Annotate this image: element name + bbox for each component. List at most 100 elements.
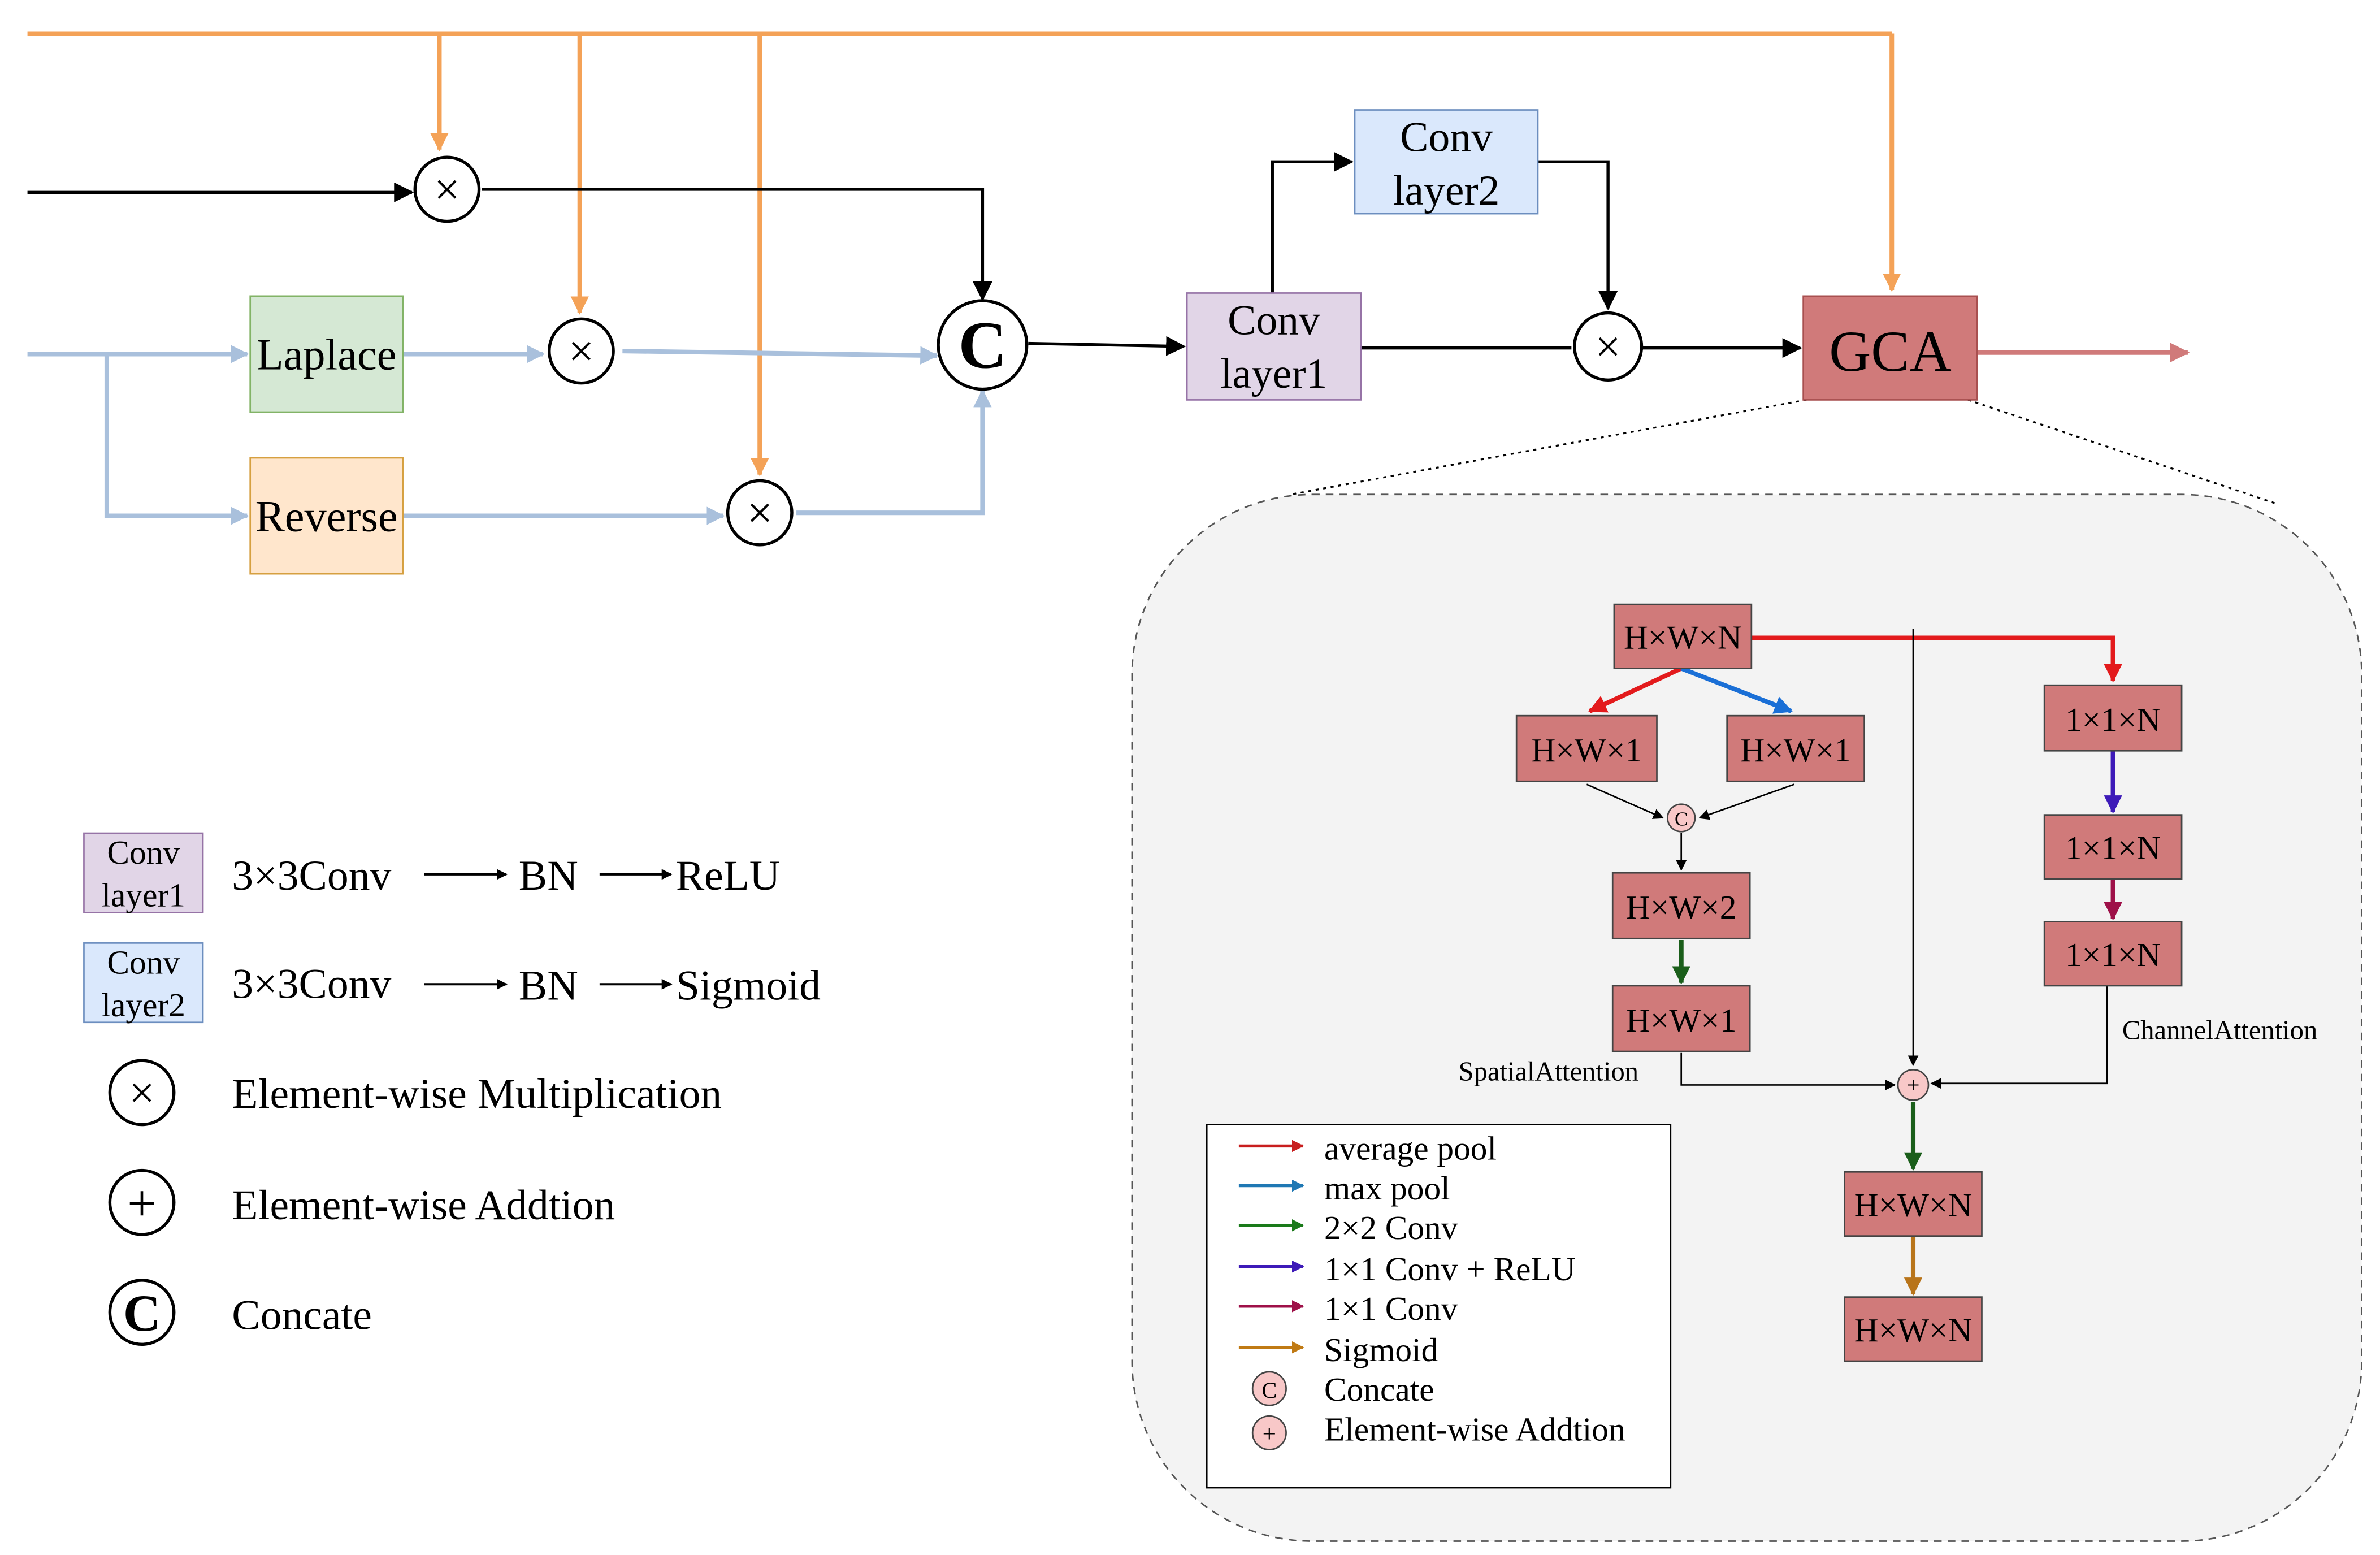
gca-legend-item-avg-pool: average pool [1238,1130,1497,1167]
concat-operator: C [937,299,1029,391]
gca-spatial-out-label: H×W×1 [1626,1002,1737,1039]
gca-legend-item-2x2-conv: 2×2 Conv [1238,1209,1458,1246]
left-legend: Conv layer1 3×3Conv BN ReLU Conv layer2 … [83,832,821,1346]
gca-avgpool-channel-arrow [1751,635,2122,683]
black-main-flow [27,151,1802,358]
legend-conv2-step3: Sigmoid [676,962,821,1009]
gca-add-node: + [1897,1069,1930,1101]
multiply-operator-1: × [413,155,481,223]
conv-layer2-block: Conv layer2 [1354,109,1539,215]
blue-mult-to-concat [622,346,939,365]
legend-add-row: + Element-wise Addtion [108,1168,615,1236]
blue-mult-to-concat-2 [796,388,992,516]
reverse-block: Reverse [249,457,404,575]
legend-multiply-icon [108,1059,176,1127]
blue-input-branch [104,354,249,525]
gca-concat-node: C [1667,803,1696,833]
gca-legend-label-concat: Concate [1324,1371,1434,1408]
legend-conv2-step1: 3×3Conv [232,961,391,1008]
reverse-label: Reverse [255,492,398,541]
gca-out-1-label: H×W×N [1854,1186,1973,1224]
multiply-operator-3-symbol: × [747,487,773,538]
legend-conv2-box-line2: layer2 [102,986,185,1024]
gca-spatial-avg-label: H×W×1 [1532,731,1642,769]
gca-block: GCA [1802,295,1978,401]
gca-spatial-cat-label: H×W×2 [1626,889,1737,926]
legend-concat-symbol: C [123,1284,161,1342]
gca-legend-label-sigmoid: Sigmoid [1324,1331,1438,1368]
multiply-operator-1-symbol: × [434,164,460,215]
legend-conv2-step2: BN [519,962,578,1009]
legend-conv1-step1: 3×3Conv [232,852,391,899]
gca-detail-blocks: H×W×N H×W×1 H×W×1 C H×W×2 H×W×1 SpatialA… [1459,603,2317,1362]
gca-channel-1-label: 1×1×N [2065,701,2161,738]
black-concat-to-conv1 [1028,336,1186,356]
gca-input-block: H×W×N [1613,603,1753,669]
gca-add-node-symbol: + [1907,1072,1920,1098]
legend-conv1-step2: BN [519,852,578,899]
gca-legend-label-1x1-conv-relu: 1×1 Conv + ReLU [1324,1250,1576,1288]
gca-legend-item-1x1-conv: 1×1 Conv [1238,1290,1458,1327]
zoom-connector-left [1290,399,1807,496]
zoom-connector-right [1967,399,2277,505]
gca-legend-add-symbol: + [1263,1421,1276,1448]
legend-conv2-row: Conv layer2 3×3Conv BN Sigmoid [83,942,821,1024]
legend-conv1-step3: ReLU [676,852,781,899]
gca-spatial-to-add [1680,1052,1896,1090]
gca-spatial-attention-label: SpatialAttention [1459,1056,1638,1086]
gca-spatial-max-to-concat [1698,783,1794,820]
gca-out-2-label: H×W×N [1854,1311,1973,1349]
gca-spatial-max-label: H×W×1 [1740,731,1851,769]
gca-spatial-cat-block: H×W×2 [1611,872,1751,939]
multiply-operator-4: × [1573,311,1644,382]
gca-legend-item-1x1-conv-relu: 1×1 Conv + ReLU [1238,1250,1576,1288]
legend-conv1-box-line1: Conv [107,834,180,871]
gca-spatial-avg-block: H×W×1 [1515,714,1658,782]
concat-operator-symbol: C [958,308,1007,383]
gca-spatial-out-block: H×W×1 [1611,985,1751,1052]
legend-add-icon [108,1168,176,1236]
gca-legend-label-2x2-conv: 2×2 Conv [1324,1209,1458,1246]
gca-avgpool-spatial-arrow [1588,666,1683,713]
gca-legend: average pool max pool 2×2 Conv 1×1 Conv … [1206,1124,1672,1489]
legend-add-symbol: + [127,1175,157,1232]
gca-output-block-2: H×W×N [1844,1296,1983,1362]
conv-layer2-line1: Conv [1400,114,1493,161]
gca-spatial-avg-to-concat [1586,783,1664,819]
legend-concat-icon [108,1279,176,1346]
gca-label: GCA [1829,320,1952,384]
black-conv2-to-mult [1537,160,1618,310]
multiply-operator-2-symbol: × [569,326,595,376]
gca-legend-item-sigmoid: Sigmoid [1238,1331,1438,1368]
gca-channel-block-1: 1×1×N [2043,684,2183,752]
gca-legend-add-icon [1251,1415,1287,1450]
legend-conv2-box-line1: Conv [107,943,180,981]
gca-input-label: H×W×N [1624,618,1742,656]
gca-legend-label-avg-pool: average pool [1324,1130,1497,1167]
conv-layer1-line2: layer1 [1221,350,1328,397]
legend-add-label: Element-wise Addtion [232,1182,615,1229]
gca-legend-item-max-pool: max pool [1238,1170,1450,1207]
gca-concat-node-symbol: C [1675,808,1688,830]
gca-legend-concat-symbol: C [1261,1378,1277,1403]
gca-legend-item-add: + Element-wise Addtion [1251,1410,1625,1450]
gca-maxpool-spatial-arrow [1680,666,1793,714]
legend-conv1-box-line2: layer1 [102,877,185,914]
multiply-operator-4-symbol: × [1595,321,1621,372]
conv-layer1-block: Conv layer1 [1186,292,1362,401]
gca-spatial-max-block: H×W×1 [1726,714,1865,782]
gca-channel-block-3: 1×1×N [2043,921,2183,987]
gca-channel-3-label: 1×1×N [2065,936,2161,973]
gca-legend-concat-icon [1251,1371,1287,1406]
gca-legend-label-1x1-conv: 1×1 Conv [1324,1290,1458,1327]
conv-layer2-line2: layer2 [1393,167,1500,214]
legend-multiply-label: Element-wise Multiplication [232,1071,722,1117]
black-conv1-to-conv2 [1271,151,1354,296]
gca-legend-label-add: Element-wise Addtion [1324,1410,1625,1448]
laplace-block: Laplace [249,295,404,413]
gca-channel-attention-label: ChannelAttention [2122,1015,2317,1045]
gca-channel-2-label: 1×1×N [2065,829,2161,867]
conv-layer1-line1: Conv [1228,297,1320,344]
black-mult-to-concat [482,188,992,301]
legend-multiply-row: × Element-wise Multiplication [108,1059,722,1127]
